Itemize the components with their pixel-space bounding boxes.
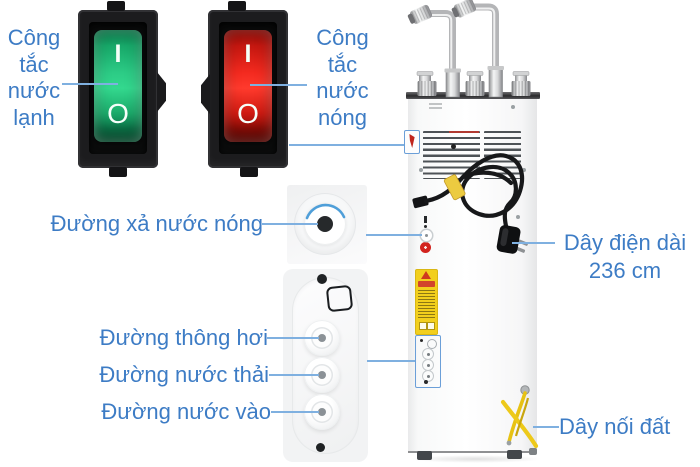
switch-on-symbol: I	[114, 40, 122, 68]
cold-switch-photo: I O	[78, 1, 166, 177]
brand-mark	[429, 103, 442, 109]
label-power-cord: Dây điện dài 236 cm	[553, 229, 697, 285]
leader-line-power-cord	[512, 242, 555, 244]
hot-switch-rocker: I O	[224, 30, 272, 142]
label-ground-wire: Dây nối đất	[559, 414, 671, 439]
switch-side-clip	[201, 74, 210, 114]
warning-symbol-box	[419, 322, 427, 330]
inlet-port-small	[422, 370, 434, 382]
switch-side-clip	[157, 72, 166, 112]
leader-line-ground-wire	[533, 426, 559, 428]
grille-dot	[451, 144, 456, 149]
screw-icon	[316, 443, 325, 452]
valve-fitting	[465, 71, 485, 96]
leader-line-hot-drain	[262, 223, 318, 225]
outlet-ring	[427, 339, 437, 349]
label-hot-switch: Công tắc nước nóng	[305, 25, 380, 131]
power-plug	[496, 225, 521, 254]
label-line: nóng	[318, 104, 367, 130]
exclamation-mark-icon	[424, 216, 427, 228]
leader-line-drain-to-cabinet	[366, 234, 422, 236]
screw-icon	[317, 274, 327, 284]
outlet-outline	[325, 284, 354, 313]
label-line: 236 cm	[588, 258, 662, 283]
red-round-sticker	[420, 242, 431, 253]
screw-icon	[424, 380, 428, 384]
label-waste-water: Đường nước thải	[99, 362, 269, 387]
drain-highlight-arc	[305, 203, 346, 220]
label-line: Công	[316, 25, 369, 50]
label-hot-drain: Đường xả nước nóng	[50, 211, 263, 236]
hot-symbol-icon	[409, 134, 415, 148]
label-cold-switch: Công tắc nước lạnh	[0, 25, 68, 131]
screw-icon	[516, 215, 520, 219]
leader-line-vent	[267, 337, 319, 339]
leader-line-waste	[269, 374, 319, 376]
label-line: nước	[316, 78, 369, 103]
warning-fine-print	[418, 290, 435, 320]
ports-location-highlight	[415, 335, 441, 388]
cord-tag	[443, 174, 466, 201]
cabinet-foot	[417, 451, 432, 460]
warning-sticker	[415, 269, 438, 335]
cold-switch-rocker: I O	[94, 30, 142, 142]
floor-shadow	[410, 455, 542, 463]
drain-hole	[317, 216, 333, 232]
warning-triangle-icon	[421, 271, 431, 279]
switch-mount-tab	[228, 1, 246, 11]
ground-wire	[500, 385, 539, 449]
leader-line-ports-to-cabinet	[367, 360, 415, 362]
screw-icon	[419, 168, 423, 172]
label-vent: Đường thông hơi	[99, 325, 268, 350]
leader-line-hot-switch	[250, 84, 307, 86]
label-line: Dây điện dài	[563, 230, 687, 255]
leader-line-inlet	[271, 411, 319, 413]
label-line: lạnh	[13, 104, 55, 130]
switch-mount-tab	[109, 167, 127, 177]
label-line: tắc	[19, 51, 49, 77]
leader-line-switch-location	[289, 144, 404, 146]
switch-on-symbol: I	[244, 40, 252, 68]
screw-icon	[522, 168, 526, 172]
warning-header	[418, 281, 435, 287]
ports-closeup	[283, 269, 368, 462]
cabinet-foot	[529, 448, 537, 455]
screw-icon	[511, 105, 515, 109]
screw-icon	[420, 339, 423, 342]
switch-mount-tab	[107, 1, 125, 11]
switch-mount-tab	[240, 167, 258, 177]
hot-drain-port	[421, 230, 432, 241]
switch-off-symbol: O	[107, 98, 129, 129]
switch-off-symbol: O	[237, 98, 259, 129]
label-line: tắc	[327, 51, 358, 77]
label-line: Công	[7, 25, 61, 50]
warning-symbol-box	[427, 322, 435, 330]
leader-line-cold-switch	[62, 83, 118, 85]
valve-fitting	[511, 71, 531, 96]
vent-port-small	[422, 348, 434, 360]
cabinet-foot	[507, 450, 522, 459]
waste-port-small	[422, 359, 434, 371]
label-water-inlet: Đường nước vào	[101, 399, 271, 424]
switch-location-highlight	[404, 130, 420, 154]
label-line: nước	[7, 78, 61, 103]
faucet-pipes	[407, 0, 531, 98]
grille-red-mark	[449, 131, 479, 134]
hot-switch-photo: I O	[201, 1, 288, 177]
valve-fitting	[416, 71, 437, 96]
